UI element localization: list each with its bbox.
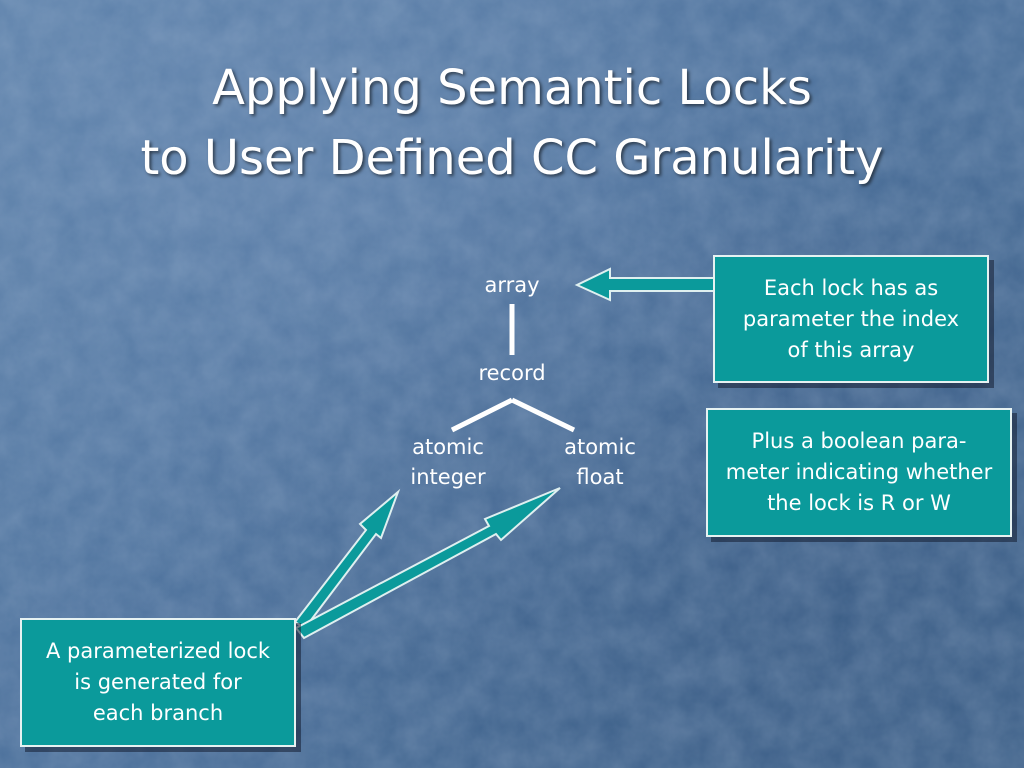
callout-branch-lock: A parameterized lock is generated for ea…: [20, 618, 296, 747]
node-record-label: record: [478, 361, 546, 385]
node-atomic-float-line-1: atomic: [564, 435, 636, 459]
slide-title-line-2: to User Defined CC Granularity: [140, 130, 884, 186]
callout-boolean-parameter-line-2: meter indicating whether: [725, 460, 993, 484]
node-atomic-integer-line-1: atomic: [412, 435, 484, 459]
node-atomic-float-line-2: float: [576, 465, 624, 489]
callout-array-index-line-1: Each lock has as: [763, 275, 939, 300]
callout-array-index: Each lock has as parameter the index of …: [713, 255, 989, 383]
node-atomic-integer: atomic integer: [398, 432, 498, 492]
arrow-to-atomic-integer: [293, 488, 401, 630]
node-atomic-integer-line-2: integer: [410, 465, 486, 489]
callout-boolean-parameter: Plus a boolean para- meter indicating wh…: [706, 408, 1012, 537]
node-atomic-float: atomic float: [550, 432, 650, 492]
node-record: record: [462, 358, 562, 388]
connector-record-float: [510, 397, 576, 433]
callout-branch-lock-line-1: A parameterized lock: [45, 639, 271, 663]
node-array-label: array: [484, 273, 540, 297]
callout-boolean-parameter-line-3: the lock is R or W: [767, 491, 951, 515]
node-array: array: [472, 270, 552, 300]
callout-boolean-parameter-line-1: Plus a boolean para-: [751, 429, 967, 453]
callout-branch-lock-line-2: is generated for: [74, 670, 242, 694]
connector-record-integer: [450, 397, 514, 433]
arrow-to-atomic-float: [294, 487, 561, 640]
slide-title-line-1: Applying Semantic Locks: [212, 60, 812, 116]
arrow-to-array: [574, 267, 715, 302]
callout-array-index-line-3: of this array: [787, 337, 915, 362]
callout-array-index-line-2: parameter the index: [742, 306, 960, 331]
callout-branch-lock-line-3: each branch: [92, 701, 224, 725]
